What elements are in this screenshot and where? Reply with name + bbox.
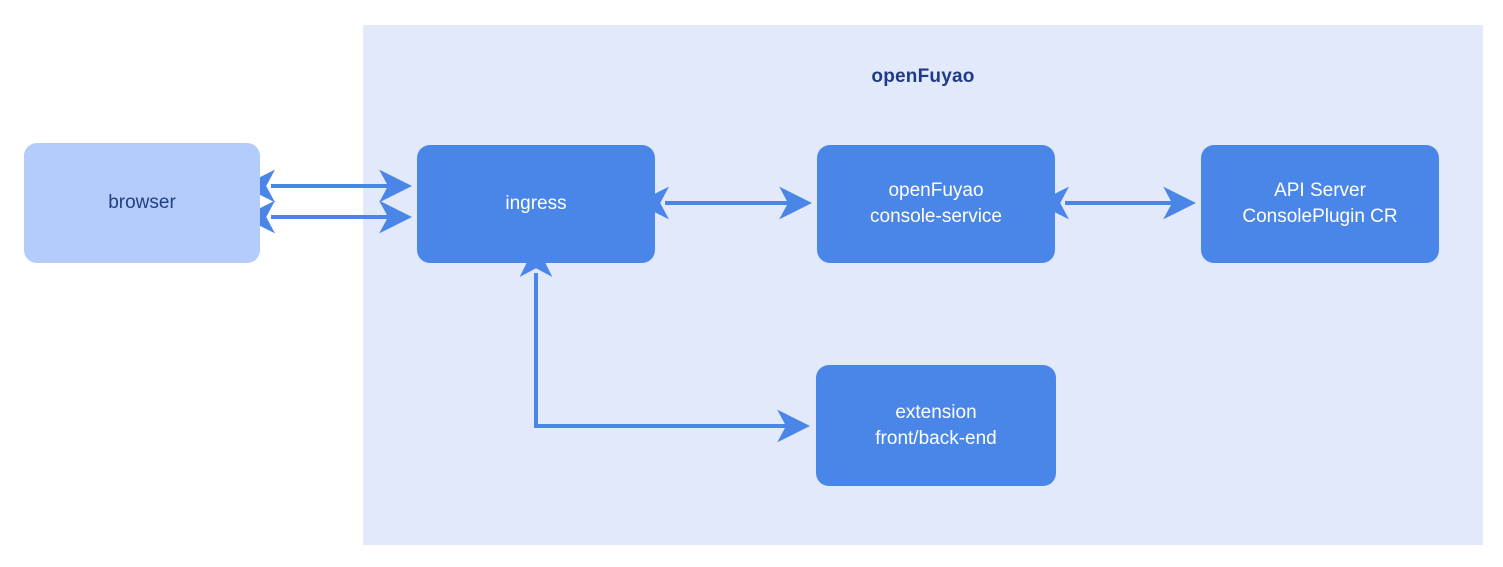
openfuyao-boundary-label: openFuyao: [871, 66, 975, 87]
node-extension-front-back-end[interactable]: extension front/back-end: [816, 365, 1056, 486]
node-ingress[interactable]: ingress: [417, 145, 655, 263]
node-api-server-consoleplugin-cr[interactable]: API Server ConsolePlugin CR: [1201, 145, 1439, 263]
node-browser[interactable]: browser: [24, 143, 260, 263]
node-openfuyao-console-service[interactable]: openFuyao console-service: [817, 145, 1055, 263]
